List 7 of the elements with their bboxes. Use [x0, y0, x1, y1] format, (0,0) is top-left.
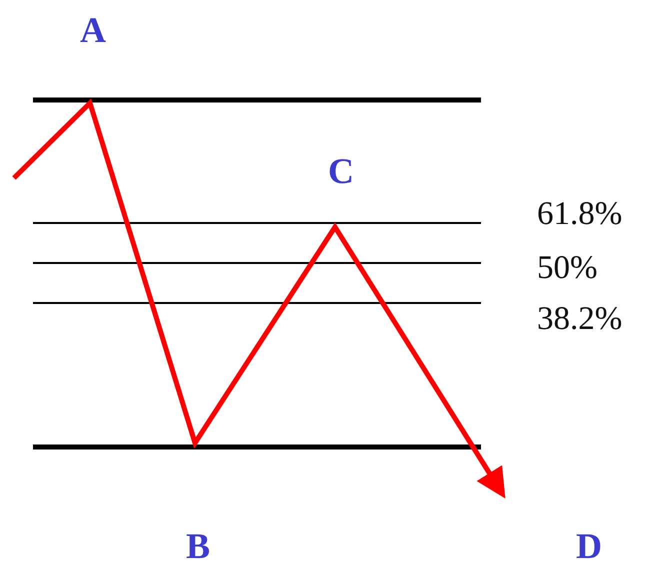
point-label: A: [80, 12, 106, 48]
level-label: 61.8%: [537, 198, 622, 231]
point-label: B: [186, 528, 210, 564]
point-label: C: [328, 153, 354, 189]
level-label: 38.2%: [537, 303, 622, 336]
point-label: D: [576, 528, 602, 564]
level-label: 50%: [537, 252, 598, 285]
